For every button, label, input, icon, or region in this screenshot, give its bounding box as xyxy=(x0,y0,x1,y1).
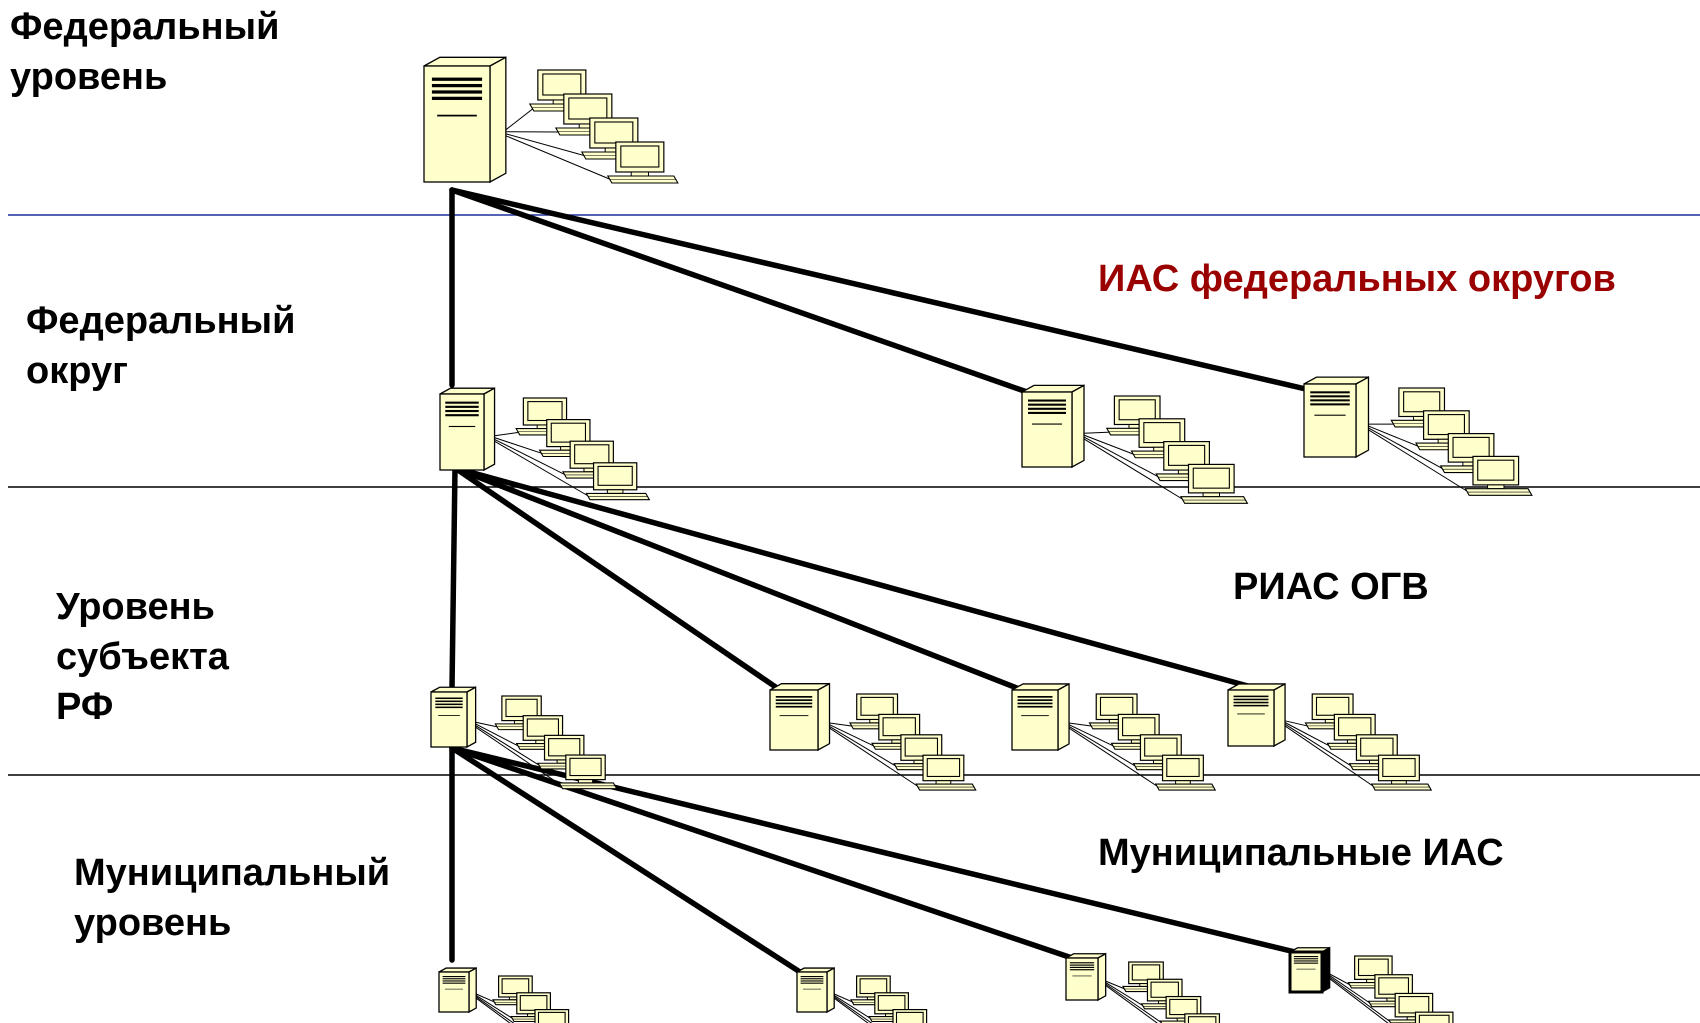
server-tower-icon xyxy=(1303,376,1370,459)
municipal-node xyxy=(1288,946,1454,1023)
workstation-group-icon xyxy=(475,975,570,1023)
region-node xyxy=(1011,682,1217,791)
level-label-municipal: Муниципальный уровень xyxy=(74,848,390,948)
level-label-region: Уровень субъекта РФ xyxy=(56,582,229,732)
server-tower-icon xyxy=(1288,946,1331,994)
server-tower-icon xyxy=(769,682,831,752)
workstation-group-icon xyxy=(1368,387,1533,496)
workstation-group-icon xyxy=(1083,395,1249,504)
server-tower-icon xyxy=(439,387,496,472)
level-label-line: округ xyxy=(26,350,128,392)
district-node xyxy=(1021,384,1249,504)
server-tower-icon xyxy=(1021,384,1085,469)
workstation-group-icon xyxy=(1105,961,1221,1023)
workstation-group-icon xyxy=(1068,693,1217,791)
server-tower-icon xyxy=(796,966,835,1014)
caption-regional-ias: РИАС ОГВ xyxy=(1233,566,1429,608)
level-label-line: уровень xyxy=(74,902,232,944)
level-label-federal-district: Федеральный округ xyxy=(26,296,295,396)
network-link xyxy=(449,745,1075,961)
level-label-line: Уровень xyxy=(56,586,215,628)
workstation-group-icon xyxy=(1329,955,1454,1023)
region-node xyxy=(1227,682,1433,791)
network-link xyxy=(449,745,803,975)
region-node xyxy=(769,682,977,791)
district-node xyxy=(439,387,651,501)
level-label-line: уровень xyxy=(10,56,168,98)
region-node xyxy=(430,686,618,790)
level-label-line: РФ xyxy=(56,686,114,728)
network-nodes xyxy=(423,56,1533,1023)
server-tower-icon xyxy=(1227,682,1286,748)
server-tower-icon xyxy=(1065,952,1107,1002)
level-label-line: Федеральный xyxy=(10,6,280,48)
network-link xyxy=(449,187,1030,395)
federal-node xyxy=(423,56,679,184)
municipal-node xyxy=(796,966,928,1023)
district-node xyxy=(1303,376,1533,496)
network-link xyxy=(449,187,1313,393)
network-link xyxy=(452,465,1025,693)
workstation-group-icon xyxy=(1284,693,1433,791)
level-label-line: субъекта xyxy=(56,636,229,678)
server-tower-icon xyxy=(1011,682,1070,752)
level-label-line: Федеральный xyxy=(26,300,296,342)
server-tower-icon xyxy=(430,686,477,749)
network-links xyxy=(449,187,1313,975)
level-label-federal: Федеральный уровень xyxy=(10,2,279,102)
network-link xyxy=(452,465,1258,691)
municipal-node xyxy=(438,966,570,1023)
server-tower-icon xyxy=(438,966,477,1014)
workstation-group-icon xyxy=(833,975,928,1023)
level-label-line: Муниципальный xyxy=(74,852,391,894)
caption-municipal-ias: Муниципальные ИАС xyxy=(1098,832,1504,874)
workstation-group-icon xyxy=(505,69,679,184)
municipal-node xyxy=(1065,952,1221,1023)
workstation-group-icon xyxy=(829,693,977,791)
server-tower-icon xyxy=(423,56,507,184)
workstation-group-icon xyxy=(475,695,618,790)
caption-district-ias: ИАС федеральных округов xyxy=(1098,258,1616,300)
network-link xyxy=(452,465,783,693)
network-link xyxy=(449,465,458,691)
workstation-group-icon xyxy=(494,397,651,501)
